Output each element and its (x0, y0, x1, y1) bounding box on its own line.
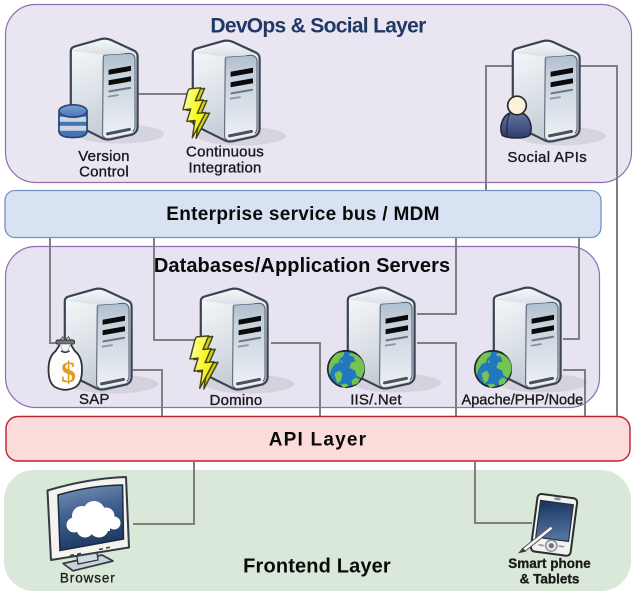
svg-text:Frontend Layer: Frontend Layer (243, 556, 391, 578)
svg-text:Continuous: Continuous (186, 144, 264, 161)
svg-text:SAP: SAP (79, 391, 110, 408)
svg-text:Control: Control (79, 163, 129, 180)
svg-text:API Layer: API Layer (269, 430, 367, 451)
svg-text:Enterprise service bus / MDM: Enterprise service bus / MDM (166, 204, 439, 225)
svg-text:Browser: Browser (60, 571, 116, 586)
svg-text:Social APIs: Social APIs (507, 149, 587, 166)
svg-text:IIS/.Net: IIS/.Net (350, 392, 402, 409)
svg-text:& Tablets: & Tablets (520, 572, 580, 587)
svg-text:Integration: Integration (188, 160, 261, 177)
svg-text:DevOps & Social Layer: DevOps & Social Layer (210, 15, 426, 38)
svg-text:Version: Version (78, 148, 129, 165)
svg-text:Databases/Application Servers: Databases/Application Servers (154, 255, 450, 277)
svg-text:Apache/PHP/Node: Apache/PHP/Node (462, 393, 584, 409)
svg-text:Domino: Domino (210, 392, 263, 409)
svg-text:Smart phone: Smart phone (508, 556, 591, 571)
